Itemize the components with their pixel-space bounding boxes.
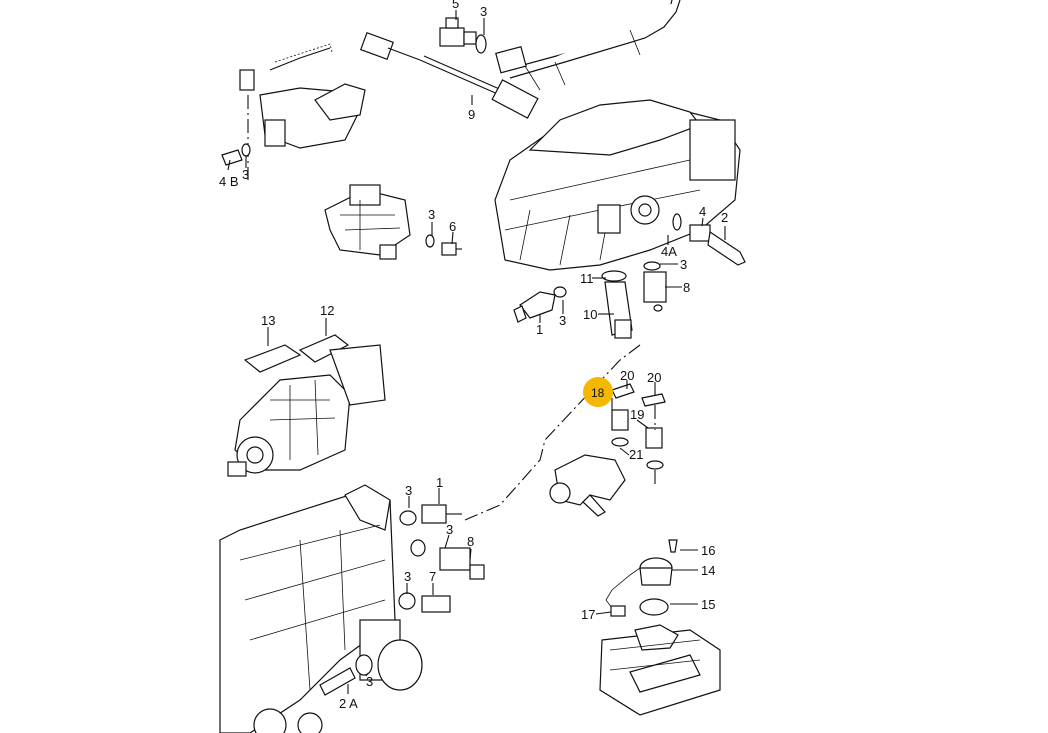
callout-label: 11 (580, 271, 594, 286)
callout-label: 14 (701, 563, 715, 578)
callout-label: 7 (429, 569, 436, 584)
callout-label: 13 (261, 313, 275, 328)
callout-label: 5 (452, 0, 459, 11)
sensor-4-and-2 (672, 213, 746, 266)
callout-label: 12 (320, 303, 334, 318)
sensor-8-and-3 (643, 261, 667, 312)
dash-leaders (464, 344, 656, 521)
reservoir-group (599, 539, 721, 716)
callout-label: 3 (405, 483, 412, 498)
callout-label: 4 (699, 204, 706, 219)
thermostat-housing-group (549, 383, 666, 517)
callout-label: 2 A (339, 696, 358, 711)
cable-9 (359, 31, 539, 119)
callout-label: 8 (467, 534, 474, 549)
callout-label: 3 (242, 167, 249, 182)
valve-assembly-4B (221, 43, 366, 180)
callout-label: 1 (536, 322, 543, 337)
callout-label: 17 (581, 607, 595, 622)
top-pipe-assembly (495, 0, 681, 91)
callout-label: 3 (559, 313, 566, 328)
callout-label: 3 (680, 257, 687, 272)
callout-label: 2 (721, 210, 728, 225)
callout-label: 15 (701, 597, 715, 612)
engine-block-bottom (219, 484, 423, 733)
washer-3-top (475, 34, 487, 54)
callout-label: 3 (366, 674, 373, 689)
callout-label: 4 B (219, 174, 239, 189)
highlight-marker (583, 377, 613, 407)
engine-block-top (494, 99, 741, 271)
callout-label: 3 (446, 522, 453, 537)
label-leaders (227, 10, 726, 694)
callout-label: 20 (620, 368, 634, 383)
callout-label: 9 (468, 107, 475, 122)
callout-labels: 5 3 9 4 B 3 3 6 4 2 4A 3 8 11 1 3 10 13 … (219, 0, 728, 711)
pipe-11-10 (601, 270, 633, 339)
callout-label: 19 (630, 407, 644, 422)
callout-label: 4A (661, 244, 677, 259)
callout-label: 21 (629, 447, 643, 462)
callout-label: 16 (701, 543, 715, 558)
callout-label: 1 (436, 475, 443, 490)
callout-label: 3 (404, 569, 411, 584)
callout-label: 3 (480, 4, 487, 19)
callout-label: 6 (449, 219, 456, 234)
injection-pump (227, 334, 386, 477)
callout-label: 8 (683, 280, 690, 295)
callout-label: 10 (583, 307, 597, 322)
callout-label: 20 (647, 370, 661, 385)
sensor-1-top (513, 286, 567, 323)
callout-label-highlighted: 18 (591, 386, 605, 400)
bottom-sensors (319, 504, 485, 696)
callout-label: 3 (428, 207, 435, 222)
sensor-5 (439, 17, 477, 47)
carburetor-group (324, 184, 462, 260)
